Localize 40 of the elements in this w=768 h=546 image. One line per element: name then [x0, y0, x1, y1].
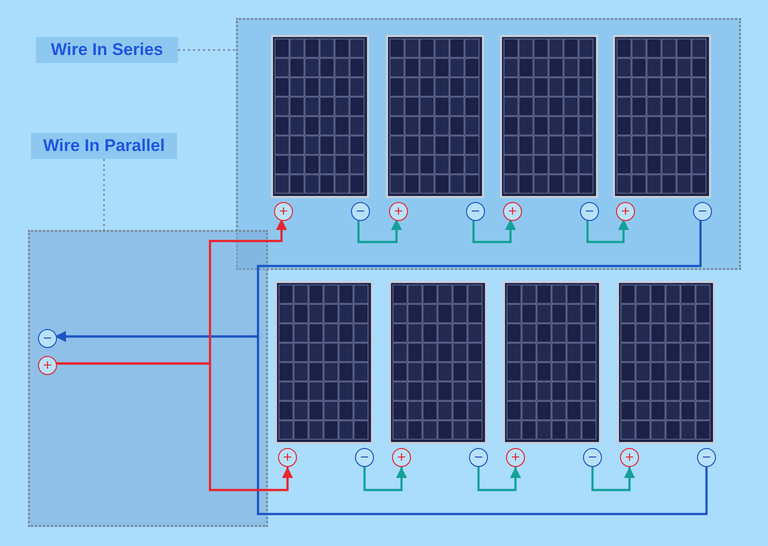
- series-area: [236, 18, 741, 270]
- wire-arrow: [586, 219, 629, 244]
- leader-line: [103, 159, 105, 230]
- solar-panel-drawing: [386, 35, 484, 198]
- positive-terminal: +: [620, 448, 639, 467]
- solar-panel-drawing: [389, 281, 487, 444]
- positive-terminal: +: [503, 202, 522, 221]
- wire-arrow: [357, 219, 402, 244]
- solar-panel-drawing: [613, 35, 711, 198]
- negative-terminal: −: [693, 202, 712, 221]
- negative-terminal: −: [469, 448, 488, 467]
- negative-terminal: −: [583, 448, 602, 467]
- negative-terminal: −: [580, 202, 599, 221]
- solar-panel-drawing: [500, 35, 598, 198]
- wire-arrow: [477, 467, 521, 492]
- positive-terminal: +: [392, 448, 411, 467]
- positive-terminal: +: [278, 448, 297, 467]
- wire-arrow: [363, 467, 407, 492]
- wire-arrow: [55, 331, 708, 516]
- negative-terminal: −: [466, 202, 485, 221]
- solar-panel-drawing: [271, 35, 369, 198]
- leader-line: [178, 49, 236, 51]
- negative-terminal: −: [38, 329, 57, 348]
- negative-terminal: −: [355, 448, 374, 467]
- wire-arrow: [472, 219, 516, 244]
- positive-terminal: +: [389, 202, 408, 221]
- callout-label: Wire In Parallel: [31, 133, 177, 159]
- parallel-area: [28, 230, 268, 527]
- negative-terminal: −: [351, 202, 370, 221]
- positive-terminal: +: [38, 356, 57, 375]
- callout-label: Wire In Series: [36, 37, 178, 63]
- negative-terminal: −: [697, 448, 716, 467]
- positive-terminal: +: [274, 202, 293, 221]
- solar-panel-drawing: [617, 281, 715, 444]
- solar-panel-drawing: [503, 281, 601, 444]
- wire-arrow: [55, 362, 293, 492]
- solar-panel-drawing: [275, 281, 373, 444]
- positive-terminal: +: [506, 448, 525, 467]
- positive-terminal: +: [616, 202, 635, 221]
- wire-arrow: [591, 467, 635, 492]
